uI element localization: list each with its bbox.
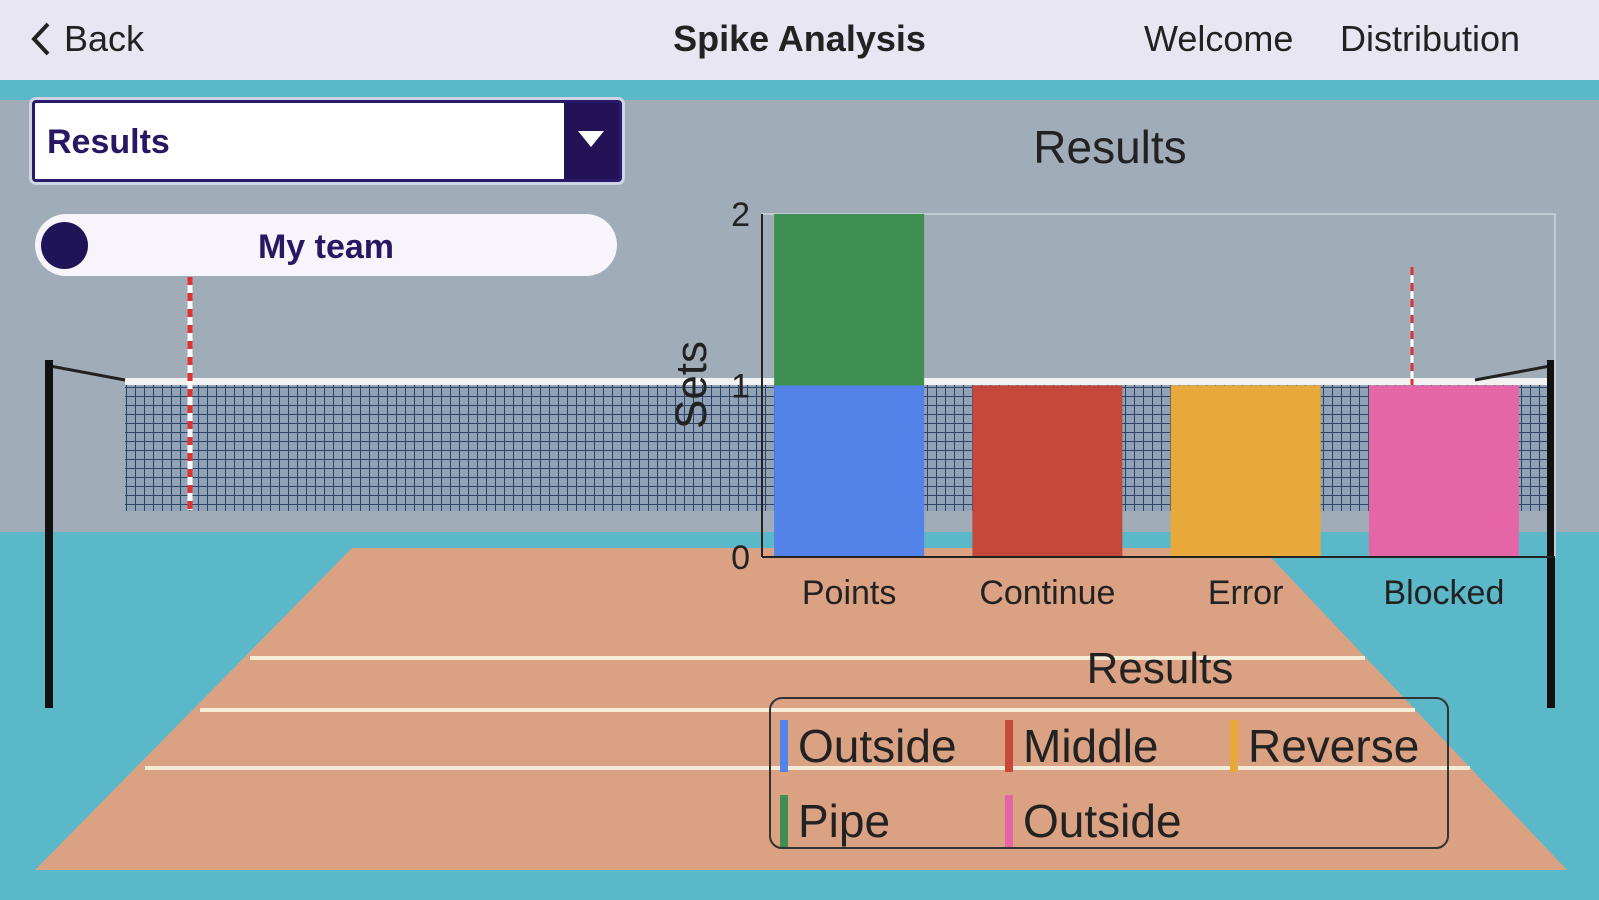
bar-error-reverse: [1170, 385, 1321, 557]
legend-swatch: [780, 720, 788, 772]
legend-item: Middle: [1023, 720, 1159, 772]
bar-points-pipe: [774, 214, 925, 386]
dropdown-arrow-icon[interactable]: [564, 103, 619, 179]
chart-type-dropdown[interactable]: Results: [32, 100, 622, 182]
nav-bar: Back Spike Analysis Welcome Distribution: [0, 0, 1599, 80]
legend-item: Pipe: [798, 795, 890, 847]
x-tick-label: Continue: [979, 574, 1115, 612]
net-post-left: [45, 360, 53, 708]
legend-title: Results: [1087, 644, 1234, 693]
legend-swatch: [1230, 720, 1238, 772]
toggle-knob[interactable]: [41, 222, 88, 269]
x-tick-label: Error: [1208, 574, 1284, 612]
legend-item: Outside: [1023, 795, 1182, 847]
chart-title: Results: [1033, 121, 1186, 173]
legend-swatch: [1005, 795, 1013, 847]
bar-blocked-outside: [1368, 385, 1519, 557]
back-label: Back: [64, 18, 145, 59]
chevron-left-icon: [31, 22, 50, 56]
back-button[interactable]: Back: [30, 18, 144, 60]
y-tick-label: 0: [731, 539, 750, 577]
y-axis-label: Sets: [667, 341, 716, 429]
bar-continue-middle: [972, 385, 1123, 557]
x-tick-label: Points: [802, 574, 897, 612]
legend-item: Outside: [798, 720, 957, 772]
legend-box: [769, 697, 1449, 849]
y-tick-label: 2: [731, 196, 750, 234]
x-tick-label: Blocked: [1383, 574, 1504, 612]
legend-swatch: [780, 795, 788, 847]
divider: [0, 80, 1599, 100]
y-tick-label: 1: [731, 368, 750, 406]
legend-item: Reverse: [1248, 720, 1419, 772]
dropdown-value: Results: [47, 123, 170, 161]
nav-welcome[interactable]: Welcome: [1144, 18, 1294, 59]
bar-points-outside: [774, 385, 925, 557]
team-toggle-label: My team: [257, 228, 395, 266]
team-toggle[interactable]: My team: [35, 214, 617, 276]
net-post-right: [1547, 360, 1555, 708]
nav-distribution[interactable]: Distribution: [1340, 18, 1521, 59]
legend-swatch: [1005, 720, 1013, 772]
